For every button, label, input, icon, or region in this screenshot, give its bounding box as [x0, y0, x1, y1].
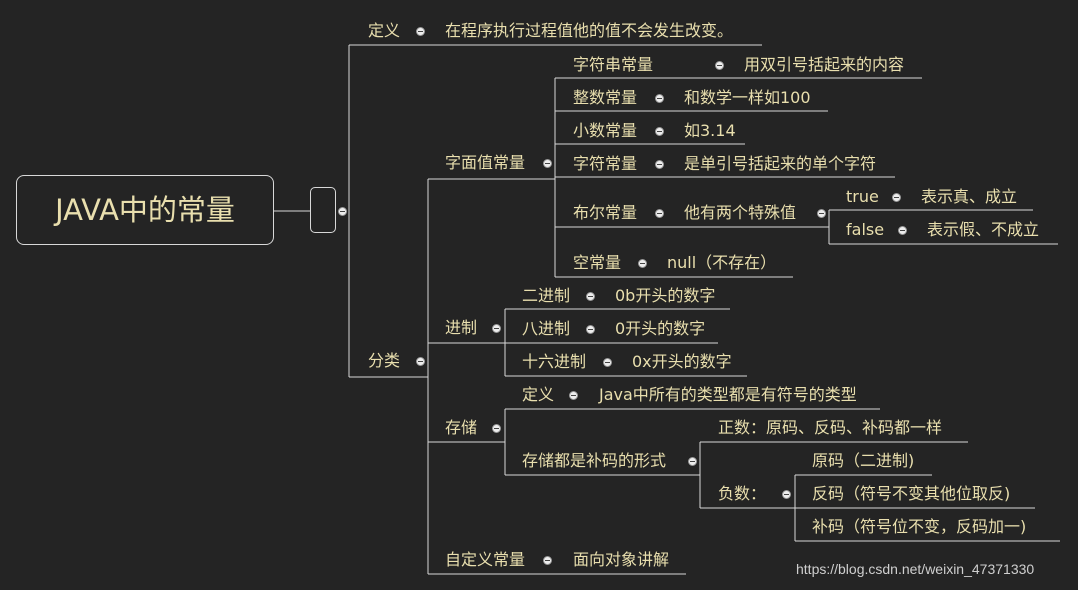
watermark: https://blog.csdn.net/weixin_47371330 [796, 561, 1035, 577]
topic-char-constant[interactable]: 字符常量 [573, 154, 638, 173]
topic-classification[interactable]: 分类 [368, 351, 401, 370]
topic-string-constant-text[interactable]: 用双引号括起来的内容 [744, 55, 905, 74]
root-hub [310, 187, 336, 233]
collapse-icon[interactable] [543, 159, 552, 168]
topic-null-constant[interactable]: 空常量 [573, 253, 622, 272]
collapse-icon[interactable] [782, 490, 791, 499]
topic-octal[interactable]: 八进制 [522, 319, 571, 338]
topic-original-code[interactable]: 原码（二进制) [812, 451, 915, 470]
collapse-icon[interactable] [638, 259, 647, 268]
collapse-icon[interactable] [586, 292, 595, 301]
collapse-icon[interactable] [416, 27, 425, 36]
topic-storage-definition[interactable]: 定义 [522, 385, 555, 404]
topic-octal-text[interactable]: 0开头的数字 [615, 319, 706, 338]
topic-false[interactable]: false [846, 220, 885, 239]
topic-positive-number[interactable]: 正数：原码、反码、补码都一样 [718, 418, 943, 437]
root-topic[interactable]: JAVA中的常量 [16, 175, 274, 245]
collapse-icon[interactable] [715, 61, 724, 70]
topic-true-text[interactable]: 表示真、成立 [921, 187, 1018, 206]
topic-custom-constant[interactable]: 自定义常量 [445, 550, 526, 569]
topic-null-constant-text[interactable]: null（不存在） [667, 253, 777, 272]
topic-binary[interactable]: 二进制 [522, 286, 571, 305]
topic-decimal-constant-text[interactable]: 如3.14 [684, 121, 736, 140]
topic-decimal-constant[interactable]: 小数常量 [573, 121, 638, 140]
topic-true[interactable]: true [846, 187, 879, 206]
topic-hex[interactable]: 十六进制 [522, 352, 587, 371]
collapse-icon[interactable] [338, 207, 347, 216]
topic-char-constant-text[interactable]: 是单引号括起来的单个字符 [684, 154, 877, 173]
collapse-icon[interactable] [655, 127, 664, 136]
collapse-icon[interactable] [492, 324, 501, 333]
topic-boolean-constant[interactable]: 布尔常量 [573, 203, 638, 222]
collapse-icon[interactable] [416, 357, 425, 366]
topic-twos-complement[interactable]: 存储都是补码的形式 [522, 451, 667, 470]
collapse-icon[interactable] [655, 160, 664, 169]
collapse-icon[interactable] [603, 358, 612, 367]
topic-storage-definition-text[interactable]: Java中所有的类型都是有符号的类型 [599, 385, 857, 404]
topic-boolean-constant-text[interactable]: 他有两个特殊值 [684, 203, 797, 222]
topic-radix[interactable]: 进制 [445, 318, 478, 337]
collapse-icon[interactable] [569, 391, 578, 400]
topic-integer-constant-text[interactable]: 和数学一样如100 [684, 88, 811, 107]
collapse-icon[interactable] [892, 193, 901, 202]
collapse-icon[interactable] [543, 556, 552, 565]
topic-hex-text[interactable]: 0x开头的数字 [632, 352, 732, 371]
topic-definition[interactable]: 定义 [368, 21, 401, 40]
topic-binary-text[interactable]: 0b开头的数字 [615, 286, 716, 305]
collapse-icon[interactable] [898, 226, 907, 235]
collapse-icon[interactable] [817, 209, 826, 218]
topic-ones-complement[interactable]: 反码（符号不变其他位取反) [812, 484, 1011, 503]
topic-twos-complement-rule[interactable]: 补码（符号位不变，反码加一) [812, 517, 1027, 536]
topic-definition-text[interactable]: 在程序执行过程值他的值不会发生改变。 [445, 21, 734, 40]
collapse-icon[interactable] [655, 209, 664, 218]
topic-string-constant[interactable]: 字符串常量 [573, 55, 654, 74]
collapse-icon[interactable] [688, 457, 697, 466]
collapse-icon[interactable] [655, 94, 664, 103]
topic-negative-number[interactable]: 负数： [718, 484, 767, 503]
topic-literal-constant[interactable]: 字面值常量 [445, 153, 526, 172]
topic-integer-constant[interactable]: 整数常量 [573, 88, 638, 107]
topic-custom-constant-text[interactable]: 面向对象讲解 [573, 550, 670, 569]
topic-false-text[interactable]: 表示假、不成立 [927, 220, 1040, 239]
collapse-icon[interactable] [586, 325, 595, 334]
collapse-icon[interactable] [492, 424, 501, 433]
topic-storage[interactable]: 存储 [445, 418, 478, 437]
